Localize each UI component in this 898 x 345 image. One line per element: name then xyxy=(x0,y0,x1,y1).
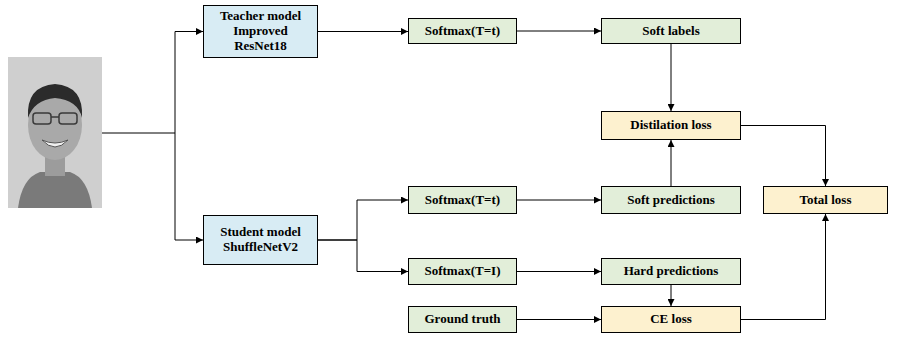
flow-arrow xyxy=(671,140,672,186)
process-box: Softmax(T=I) xyxy=(408,258,517,285)
model-box: Student model ShuffleNetV2 xyxy=(203,215,318,265)
node-label: Softmax(T=I) xyxy=(424,264,500,279)
input-branch xyxy=(175,31,203,32)
node-label: Total loss xyxy=(800,193,852,208)
input-branch xyxy=(175,240,203,241)
photo-ground xyxy=(8,57,102,208)
process-box: Softmax(T=t) xyxy=(408,186,517,214)
photo-glasses xyxy=(59,113,77,124)
node-label: Student model ShuffleNetV2 xyxy=(210,225,311,255)
flow-arrow xyxy=(671,44,672,111)
process-box: Soft labels xyxy=(601,18,741,44)
node-label: Softmax(T=t) xyxy=(425,193,500,208)
flow-arrow xyxy=(741,126,826,187)
flow-arrow xyxy=(318,200,408,240)
node-label: CE loss xyxy=(650,312,692,327)
node-label: Soft labels xyxy=(642,24,699,39)
node-label: Distilation loss xyxy=(630,118,711,133)
photo-glasses xyxy=(51,116,59,118)
flow-arrow xyxy=(318,240,408,272)
flow-arrow xyxy=(318,31,408,32)
loss-box: Total loss xyxy=(763,186,888,214)
flow-arrow xyxy=(741,214,826,320)
process-box: Softmax(T=t) xyxy=(408,18,517,44)
input-trunk xyxy=(102,32,175,241)
loss-box: CE loss xyxy=(601,306,741,333)
photo-glasses xyxy=(33,113,51,124)
node-label: Softmax(T=t) xyxy=(425,24,500,39)
node-label: Soft predictions xyxy=(627,193,715,208)
photo-smile xyxy=(42,140,68,147)
flow-arrow xyxy=(517,200,601,201)
loss-box: Distilation loss xyxy=(601,111,741,140)
flow-arrow xyxy=(517,31,601,32)
process-box: Soft predictions xyxy=(601,186,741,214)
flow-arrow xyxy=(517,319,601,320)
process-box: Ground truth xyxy=(408,306,517,333)
node-label: Hard predictions xyxy=(624,264,719,279)
model-box: Teacher model Improved ResNet18 xyxy=(203,5,318,58)
process-box: Hard predictions xyxy=(601,258,741,285)
node-label: Ground truth xyxy=(425,312,501,327)
flow-arrow xyxy=(671,285,672,306)
photo-shirt xyxy=(18,172,92,208)
node-label: Teacher model Improved ResNet18 xyxy=(210,9,311,54)
flow-arrow xyxy=(517,271,601,272)
